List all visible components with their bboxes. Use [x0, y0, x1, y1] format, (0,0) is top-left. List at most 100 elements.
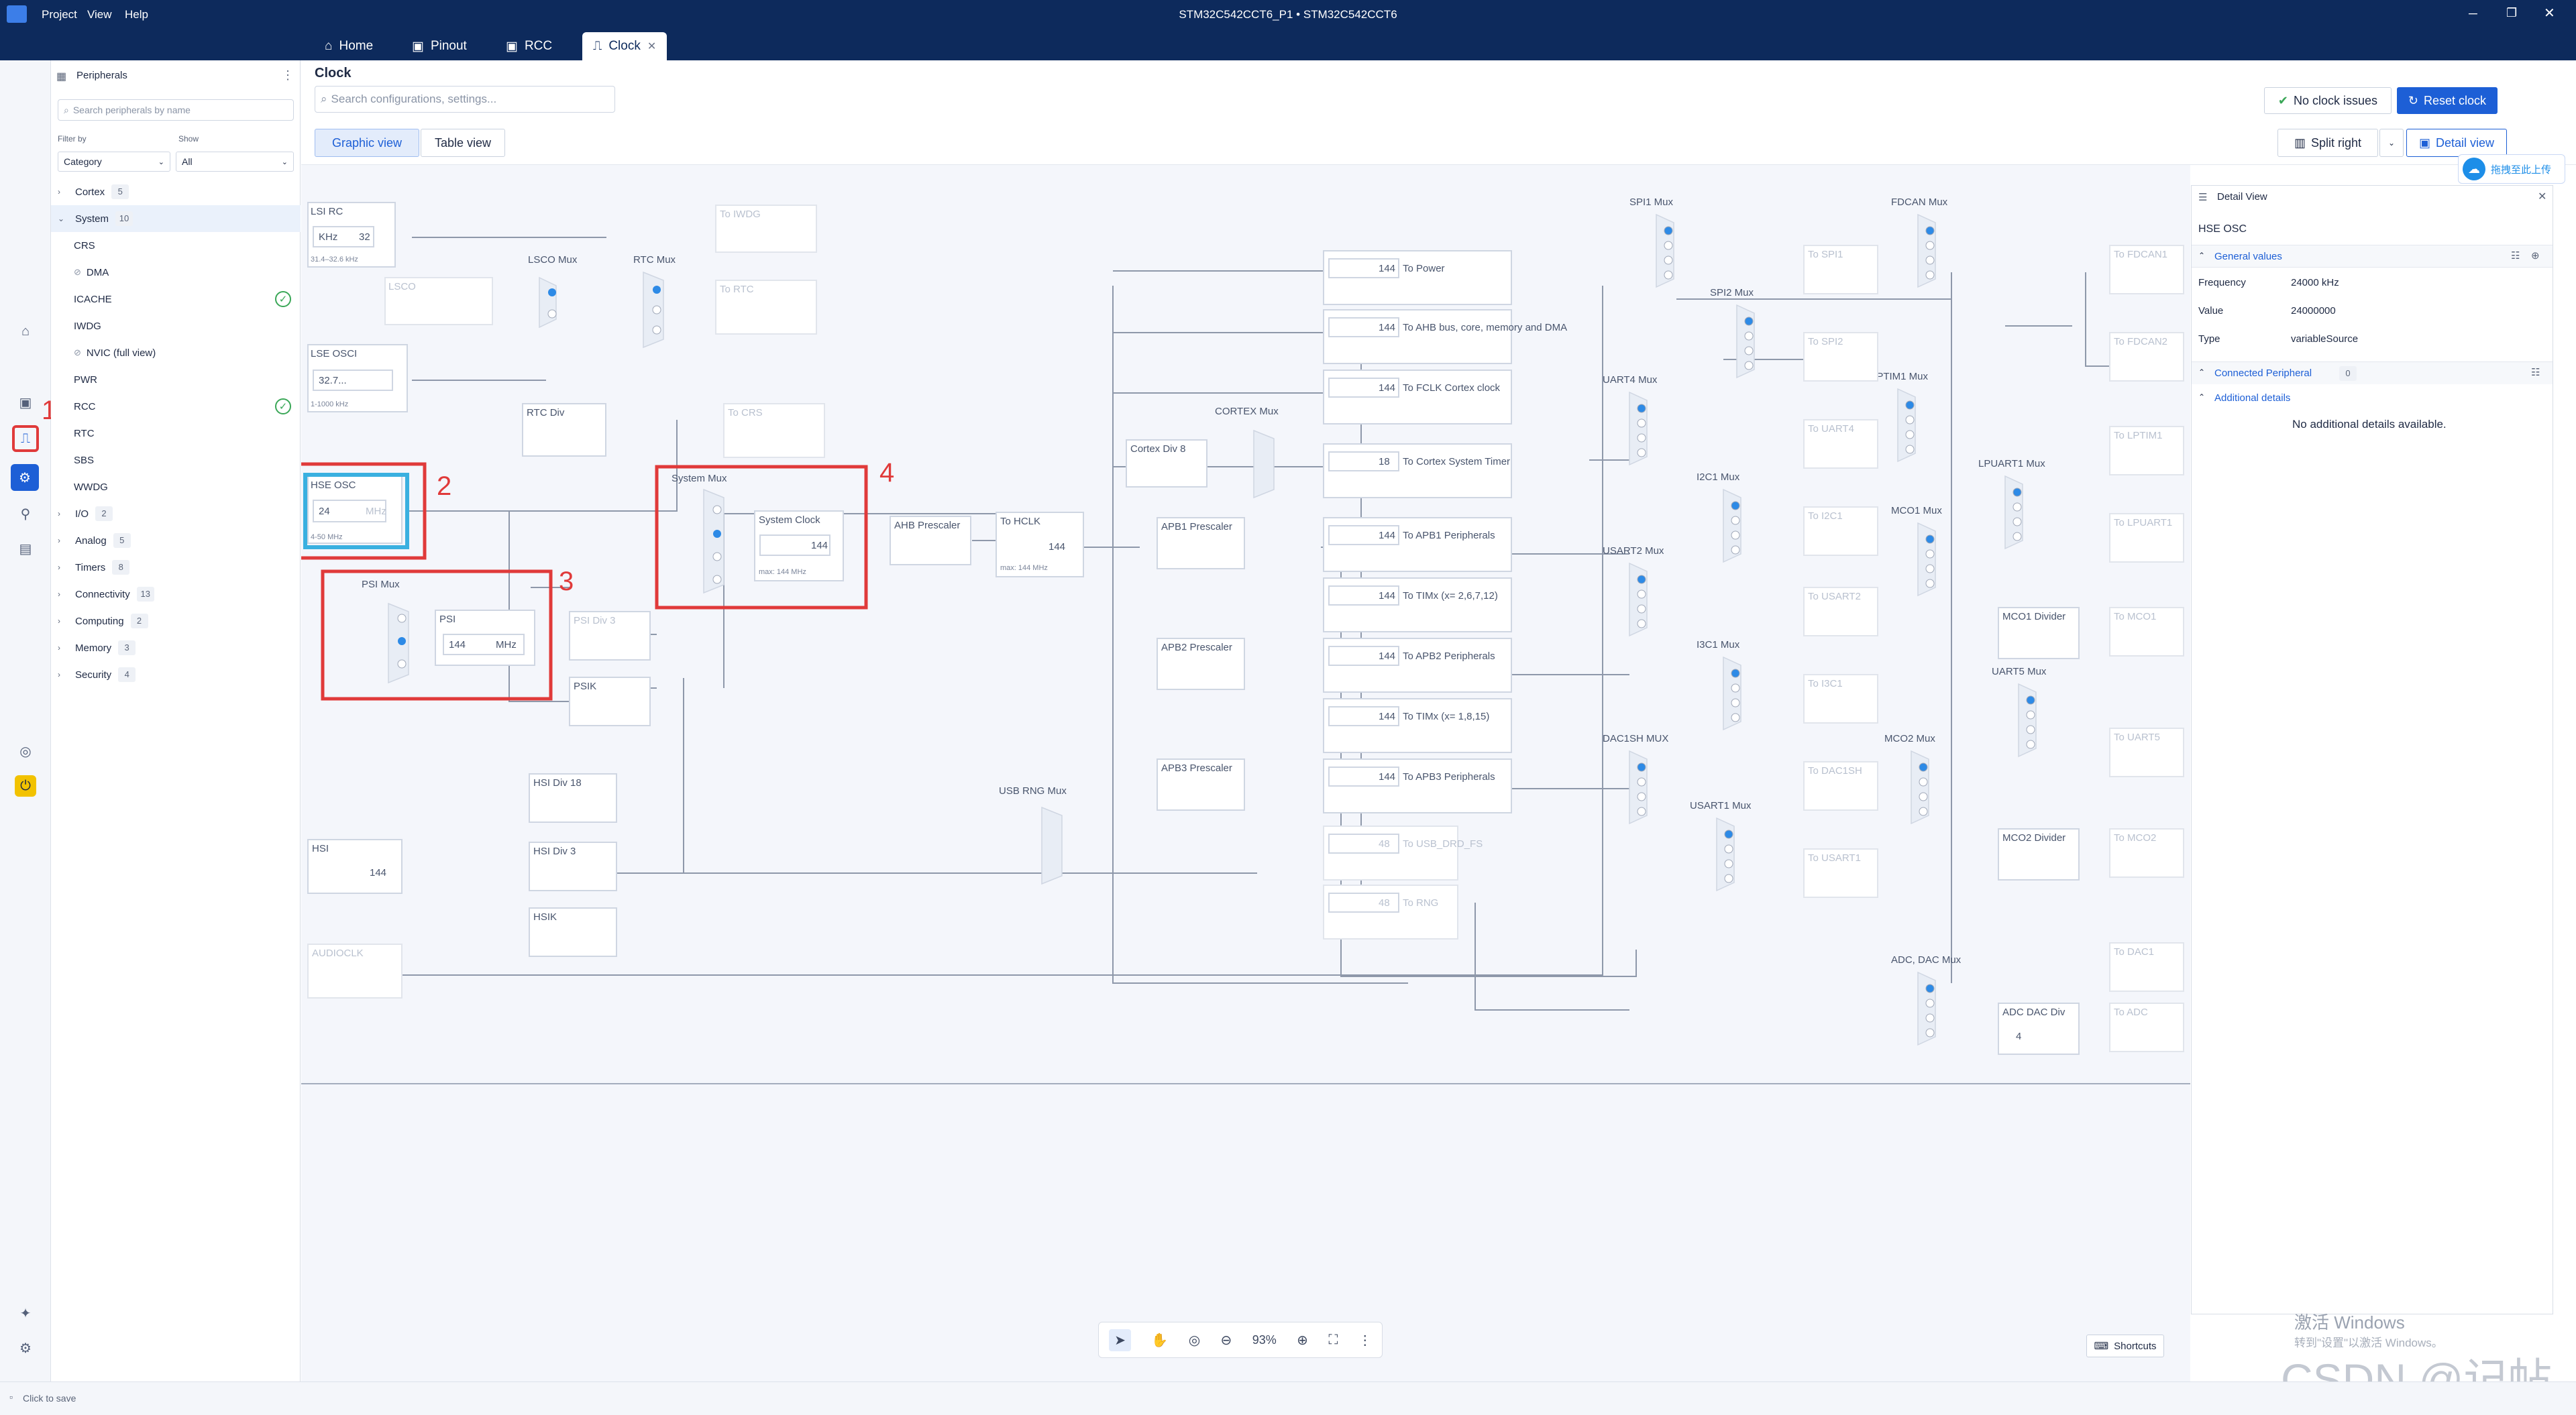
peripheral-rtc[interactable]: RTC: [51, 420, 301, 447]
peripheral-output-block[interactable]: [1803, 761, 1878, 811]
peripheral-output-block[interactable]: [2109, 828, 2184, 878]
peripheral-config-icon[interactable]: ⚙: [11, 464, 39, 491]
cortex-mux[interactable]: [1253, 429, 1275, 499]
filter-icon[interactable]: ☷: [2511, 250, 2520, 262]
output-select[interactable]: [1328, 767, 1399, 787]
table-view-button[interactable]: Table view: [421, 129, 505, 157]
filter-select[interactable]: Category⌄: [58, 152, 170, 172]
output-select[interactable]: [1328, 451, 1399, 471]
peripheral-wwdg[interactable]: WWDG: [51, 473, 301, 500]
config-search-input[interactable]: ⌕ Search configurations, settings...: [315, 86, 615, 113]
hsi-div18-block[interactable]: [529, 773, 617, 823]
hsik-block[interactable]: [529, 907, 617, 957]
fit-screen-icon[interactable]: ⛶: [1328, 1332, 1338, 1347]
show-select[interactable]: All⌄: [176, 152, 294, 172]
lsi-select[interactable]: [313, 226, 374, 247]
cortex-div8-block[interactable]: [1126, 439, 1208, 488]
peripheral-output-block[interactable]: [1803, 506, 1878, 556]
output-select[interactable]: [1328, 834, 1399, 854]
peripheral-output-block[interactable]: [2109, 426, 2184, 475]
clock-diagram-canvas[interactable]: LSI RC KHz 32 31.4–32.6 kHz LSCO LSCO Mu…: [301, 165, 2190, 1381]
apb1-prescaler-block[interactable]: [1157, 517, 1245, 569]
to-iwdg-block[interactable]: [715, 205, 817, 253]
upload-widget[interactable]: ☁ 拖拽至此上传: [2458, 154, 2565, 184]
chip-icon[interactable]: ▣: [19, 395, 32, 410]
to-hclk-block[interactable]: [996, 512, 1084, 577]
peripheral-output-block[interactable]: [2109, 607, 2184, 657]
reset-clock-button[interactable]: ↻Reset clock: [2397, 87, 2498, 114]
general-values-header[interactable]: ⌃ General values ☷ ⊕: [2192, 245, 2553, 268]
puzzle-icon[interactable]: ✦: [19, 1306, 32, 1321]
tab-clock[interactable]: ⎍Clock✕: [582, 32, 667, 60]
to-rtc-block[interactable]: [715, 280, 817, 335]
no-clock-issues-button[interactable]: ✔No clock issues: [2264, 87, 2392, 114]
peripheral-output-block[interactable]: [1803, 245, 1878, 294]
peripheral-dma[interactable]: ⊘DMA: [51, 259, 301, 286]
psi-select[interactable]: [443, 634, 525, 655]
lsco-mux[interactable]: [539, 276, 557, 329]
more-icon[interactable]: ⋮: [1358, 1333, 1372, 1348]
filter-icon[interactable]: ☷: [2531, 367, 2540, 378]
output-select[interactable]: [1328, 646, 1399, 666]
mco1-divider-block[interactable]: [1998, 607, 2080, 659]
menu-help[interactable]: Help: [125, 8, 148, 21]
close-tab-icon[interactable]: ✕: [647, 41, 657, 52]
peripheral-iwdg[interactable]: IWDG: [51, 313, 301, 339]
peripheral-icache[interactable]: ICACHE✓: [51, 286, 301, 313]
connected-peripheral-header[interactable]: ⌃ Connected Peripheral 0 ☷: [2192, 361, 2553, 384]
system-mux[interactable]: [703, 488, 724, 594]
peripheral-sbs[interactable]: SBS: [51, 447, 301, 473]
output-select[interactable]: [1328, 893, 1399, 913]
hsi-block[interactable]: [307, 839, 402, 894]
close-panel-icon[interactable]: ✕: [2538, 191, 2547, 203]
ahb-prescaler-block[interactable]: [890, 516, 971, 565]
apb2-prescaler-block[interactable]: [1157, 638, 1245, 690]
sysclk-select[interactable]: [759, 534, 830, 556]
peripheral-output-block[interactable]: [2109, 332, 2184, 382]
graphic-view-button[interactable]: Graphic view: [315, 129, 419, 157]
target-icon[interactable]: ◎: [19, 744, 32, 759]
settings-icon[interactable]: ⚙: [19, 1341, 32, 1356]
target-icon[interactable]: ◎: [1188, 1333, 1201, 1348]
lse-select[interactable]: [313, 370, 393, 391]
peripheral-output-block[interactable]: [1803, 848, 1878, 898]
output-select[interactable]: [1328, 317, 1399, 337]
hsi-div3-block[interactable]: [529, 842, 617, 891]
output-select[interactable]: [1328, 706, 1399, 726]
menu-view[interactable]: View: [87, 8, 112, 21]
split-dropdown-button[interactable]: ⌄: [2379, 129, 2404, 157]
add-icon[interactable]: ⊕: [2531, 250, 2540, 262]
zoom-out-icon[interactable]: ⊖: [1220, 1333, 1232, 1348]
shortcuts-button[interactable]: ⌨Shortcuts: [2086, 1335, 2164, 1357]
psi-div3-block[interactable]: [569, 611, 651, 661]
adc-dac-div-block[interactable]: [1998, 1003, 2080, 1055]
status-text[interactable]: Click to save: [23, 1393, 76, 1404]
hand-icon[interactable]: ✋: [1151, 1333, 1169, 1348]
more-icon[interactable]: ⋮: [282, 68, 294, 82]
clock-wave-icon[interactable]: ⎍: [12, 425, 39, 452]
power-icon[interactable]: ⏻: [15, 775, 36, 797]
peripheral-output-block[interactable]: [2109, 942, 2184, 992]
apb3-prescaler-block[interactable]: [1157, 758, 1245, 811]
output-select[interactable]: [1328, 585, 1399, 606]
menu-project[interactable]: Project: [42, 8, 77, 21]
audioclk-block[interactable]: [307, 944, 402, 999]
rtc-div-block[interactable]: [522, 403, 606, 457]
tab-rcc[interactable]: ▣RCC: [495, 32, 563, 60]
hse-input[interactable]: [313, 500, 386, 522]
peripheral-output-block[interactable]: [1803, 332, 1878, 382]
peripheral-nvic[interactable]: ⊘NVIC (full view): [51, 339, 301, 366]
peripheral-output-block[interactable]: [2109, 513, 2184, 563]
lsco-block[interactable]: [384, 277, 493, 325]
peripheral-pwr[interactable]: PWR: [51, 366, 301, 393]
detail-view-button[interactable]: ▣Detail view: [2406, 129, 2507, 157]
output-select[interactable]: [1328, 258, 1399, 278]
peripheral-search-input[interactable]: ⌕ Search peripherals by name: [58, 99, 294, 121]
peripheral-output-block[interactable]: [2109, 1003, 2184, 1052]
